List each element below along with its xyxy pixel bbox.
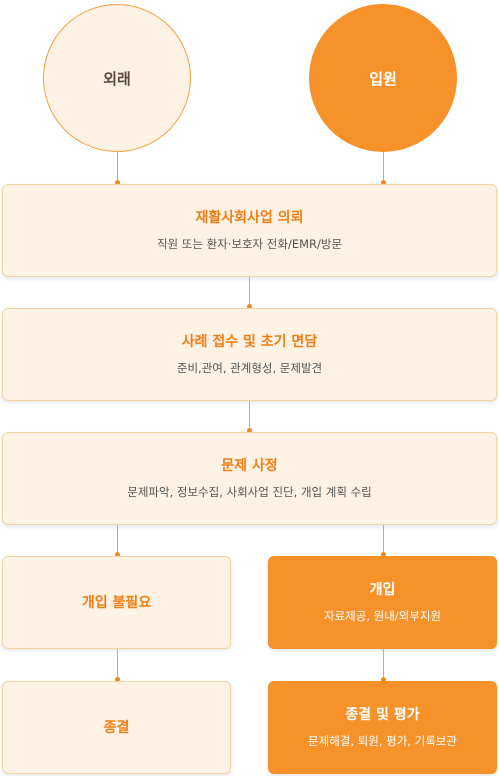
connector-inpatient <box>383 152 384 184</box>
step-intake-title: 사례 접수 및 초기 면담 <box>181 334 318 350</box>
step-referral-sub: 직원 또는 환자·보호자 전화/EMR/방문 <box>156 237 343 251</box>
step-closing-sub: 문제해결, 퇴원, 평가, 기록보관 <box>308 734 457 748</box>
inpatient-label: 입원 <box>369 69 397 88</box>
outpatient-label: 외래 <box>103 69 131 88</box>
outpatient-circle: 외래 <box>43 4 191 152</box>
connector-assessment-no-intervention <box>117 525 118 556</box>
connector-outpatient <box>117 152 118 184</box>
connector-dot <box>381 677 386 682</box>
step-closing: 종결 및 평가 문제해결, 퇴원, 평가, 기록보관 <box>268 681 497 774</box>
connector-dot <box>115 677 120 682</box>
step-intake-sub: 준비,관여, 관계형성, 문제발견 <box>176 361 323 375</box>
step-intervention-title: 개입 <box>369 582 396 598</box>
step-closing-title: 종결 및 평가 <box>345 707 420 723</box>
connector-referral-intake <box>249 277 250 308</box>
step-termination: 종결 <box>2 681 231 774</box>
connector-no-intervention-termination <box>117 649 118 681</box>
connector-dot <box>115 552 120 557</box>
step-referral: 재활사회사업 의뢰 직원 또는 환자·보호자 전화/EMR/방문 <box>2 184 497 277</box>
step-assessment: 문제 사정 문제파악, 정보수집, 사회사업 진단, 개입 계획 수립 <box>2 432 497 525</box>
step-referral-title: 재활사회사업 의뢰 <box>195 210 304 226</box>
connector-dot <box>115 180 120 185</box>
step-assessment-sub: 문제파악, 정보수집, 사회사업 진단, 개입 계획 수립 <box>127 485 372 499</box>
step-assessment-title: 문제 사정 <box>221 458 278 474</box>
step-intervention: 개입 자료제공, 원내/외부지원 <box>268 556 497 649</box>
step-no-intervention-title: 개입 불필요 <box>81 594 152 611</box>
step-termination-title: 종결 <box>103 719 130 736</box>
step-intake: 사례 접수 및 초기 면담 준비,관여, 관계형성, 문제발견 <box>2 308 497 401</box>
connector-intervention-closing <box>383 649 384 681</box>
step-intervention-sub: 자료제공, 원내/외부지원 <box>324 609 441 623</box>
connector-assessment-intervention <box>383 525 384 556</box>
inpatient-circle: 입원 <box>309 4 457 152</box>
step-no-intervention: 개입 불필요 <box>2 556 231 649</box>
connector-intake-assessment <box>249 401 250 432</box>
connector-dot <box>381 552 386 557</box>
connector-dot <box>247 428 252 433</box>
connector-dot <box>247 304 252 309</box>
connector-dot <box>381 180 386 185</box>
